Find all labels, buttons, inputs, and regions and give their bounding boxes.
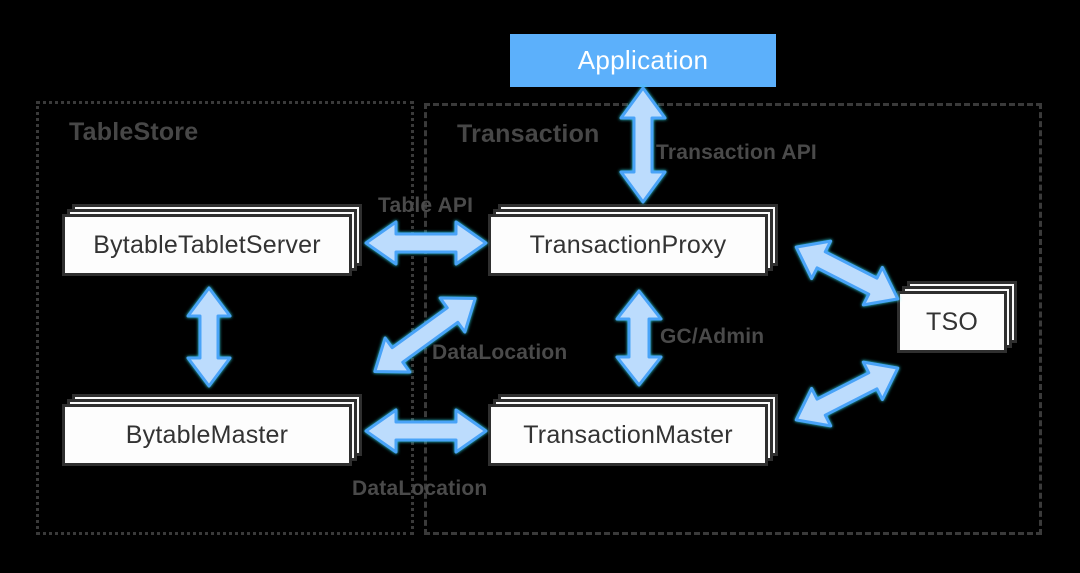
group-tablestore: TableStore xyxy=(36,101,414,535)
edge-label-data-location-upper: DataLocation xyxy=(432,341,568,364)
node-application[interactable]: Application xyxy=(510,34,776,87)
node-tso[interactable]: TSO xyxy=(897,281,1017,353)
node-bytable-tablet-server[interactable]: BytableTabletServer xyxy=(62,204,362,276)
edge-label-table-api: Table API xyxy=(378,194,474,217)
node-bytable-master[interactable]: BytableMaster xyxy=(62,394,362,466)
node-transaction-proxy-label: TransactionProxy xyxy=(529,230,727,259)
edge-label-transaction-api: Transaction API xyxy=(656,141,817,164)
node-face: BytableMaster xyxy=(62,404,352,466)
group-label-transaction: Transaction xyxy=(457,120,600,148)
node-transaction-master-label: TransactionMaster xyxy=(523,420,733,449)
node-face: TransactionMaster xyxy=(488,404,768,466)
node-bytable-tablet-server-label: BytableTabletServer xyxy=(93,230,321,259)
node-transaction-proxy[interactable]: TransactionProxy xyxy=(488,204,778,276)
node-bytable-master-label: BytableMaster xyxy=(125,420,289,449)
edge-label-data-location-lower: DataLocation xyxy=(352,477,488,500)
node-application-label: Application xyxy=(577,45,709,75)
group-label-tablestore: TableStore xyxy=(69,118,199,146)
edge-label-gc-admin: GC/Admin xyxy=(660,325,765,348)
node-face: BytableTabletServer xyxy=(62,214,352,276)
node-face: TSO xyxy=(897,291,1007,353)
node-tso-label: TSO xyxy=(926,307,978,336)
node-transaction-master[interactable]: TransactionMaster xyxy=(488,394,778,466)
node-face: TransactionProxy xyxy=(488,214,768,276)
